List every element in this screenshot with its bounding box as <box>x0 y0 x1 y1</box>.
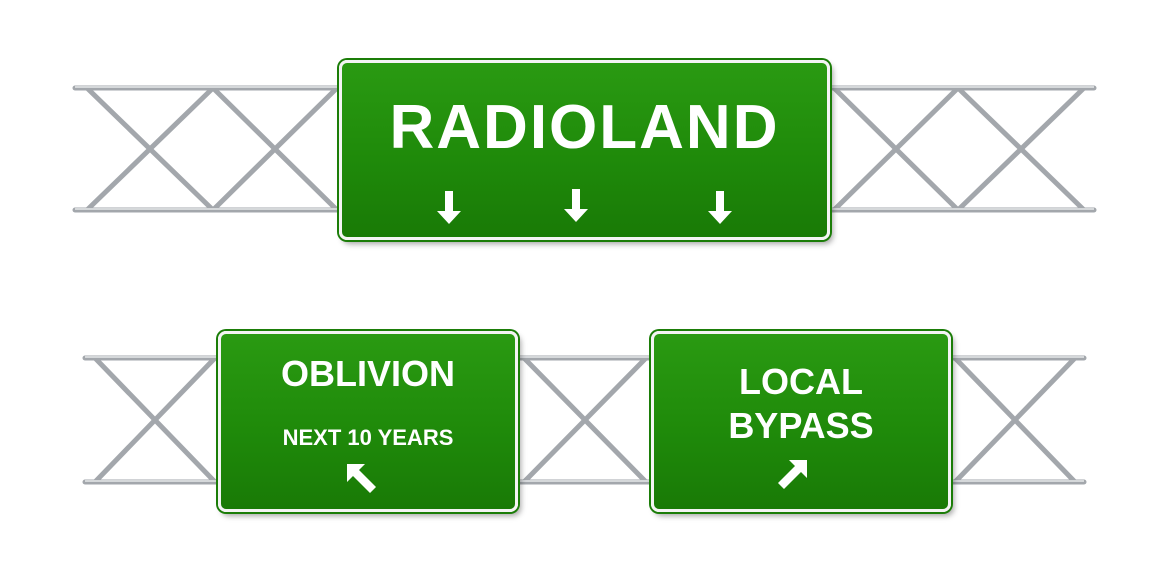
sign-oblivion-subtitle: NEXT 10 YEARS <box>282 425 454 450</box>
sign-bypass-line1: LOCAL <box>739 361 863 402</box>
sign-radioland-title: RADIOLAND <box>389 93 780 162</box>
sign-radioland: RADIOLAND <box>339 60 830 240</box>
truss-top-right <box>823 85 1097 213</box>
down-arrow-icon <box>708 191 732 224</box>
truss-bottom-left <box>82 355 225 485</box>
truss-bottom-middle <box>511 355 659 485</box>
up-left-arrow-icon <box>347 464 376 493</box>
up-right-arrow-icon <box>778 460 807 489</box>
sign-local-bypass: LOCAL BYPASS <box>651 331 951 512</box>
truss-bottom-right <box>944 355 1087 485</box>
down-arrow-icon <box>437 191 461 224</box>
sign-bypass-line2: BYPASS <box>728 405 874 446</box>
down-arrow-icon <box>564 189 588 222</box>
sign-oblivion: OBLIVION NEXT 10 YEARS <box>218 331 518 512</box>
sign-bypass-title: LOCAL BYPASS <box>654 360 948 448</box>
truss-top-left <box>72 85 346 213</box>
sign-oblivion-title: OBLIVION <box>280 353 455 394</box>
